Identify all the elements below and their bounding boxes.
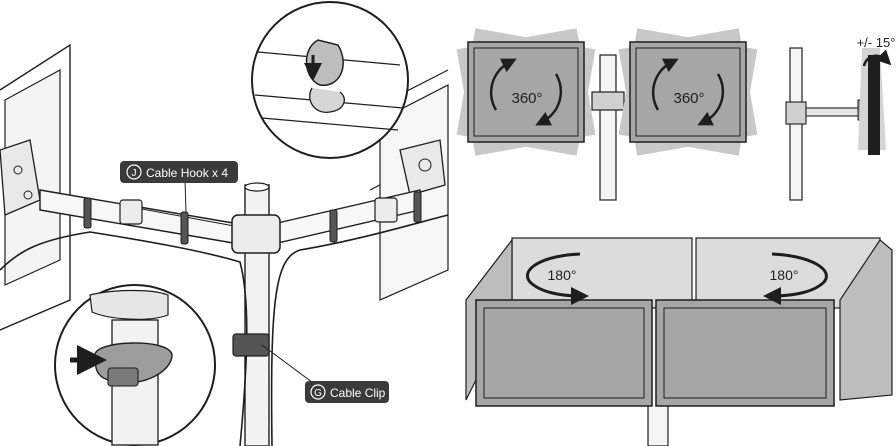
right-vesa-plate [399,139,446,196]
cable-clip-label: Cable Clip [330,386,386,400]
left-monitor-back [0,43,71,331]
tilt-illustration: +/- 15° [785,35,896,201]
right-rotating-monitor: 360° [618,28,758,156]
cable-management-illustration: J Cable Hook x 4 G Cable Clip [0,1,449,446]
swivel-illustration: 180° 180° [465,237,893,446]
cable-hook-label: Cable Hook x 4 [146,166,228,180]
monitor-side-profile [868,55,880,155]
tilt-arrow-icon [862,49,892,67]
cable-clip-badge: G Cable Clip [305,381,389,403]
cable-hook-markers [83,191,422,245]
hook-detail-zoom [251,1,409,159]
cable-hook-badge: J Cable Hook x 4 [120,161,238,183]
right-rotation-label: 360° [673,90,704,107]
cable-clip-on-pole [232,333,270,357]
left-swivel-label: 180° [548,267,577,283]
clip-detail-zoom [54,284,216,446]
left-vesa-plate [0,139,41,216]
tilt-label: +/- 15° [857,35,896,50]
right-swivel-label: 180° [770,267,799,283]
left-front-monitor [475,299,653,407]
left-rotating-monitor: 360° [456,28,596,156]
cable-clip-letter: G [314,388,322,399]
cable-hook-letter: J [132,168,137,179]
rotation-illustration: 360° 360° [456,28,758,201]
left-rotation-label: 360° [511,90,542,107]
right-front-monitor [655,299,835,407]
right-cable [270,214,449,446]
rotation-pole [599,54,617,201]
center-joint [231,214,281,254]
